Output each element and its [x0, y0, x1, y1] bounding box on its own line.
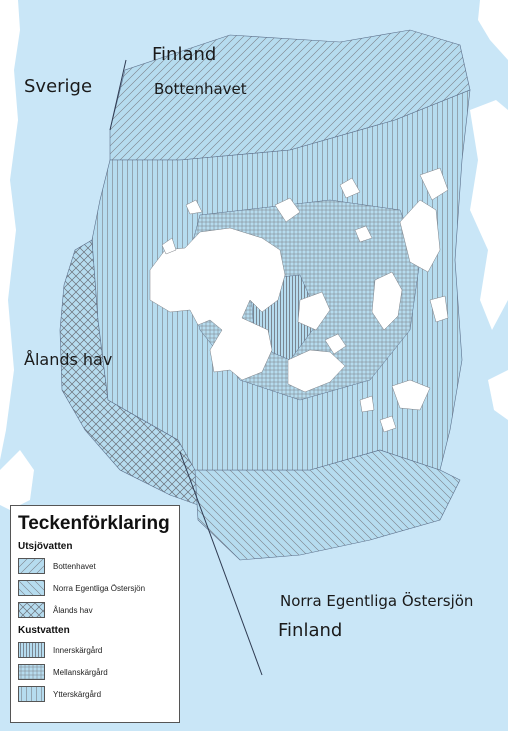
legend-item-innerskargard: Innerskärgård — [18, 639, 172, 661]
legend-group-heading: Utsjövatten — [18, 541, 73, 552]
legend-item-label: Mellanskärgård — [53, 667, 108, 677]
label-norra-egentliga: Norra Egentliga Östersjön — [280, 592, 474, 610]
legend-item-label: Bottenhavet — [53, 561, 96, 571]
swatch-vert-sparse — [18, 686, 45, 702]
legend-item-norra-egentliga: Norra Egentliga Östersjön — [18, 577, 172, 599]
swatch-vert-dense — [18, 642, 45, 658]
legend-item-alands-hav: Ålands hav — [18, 599, 172, 621]
legend-item-ytterskargard: Ytterskärgård — [18, 683, 172, 705]
label-finland-north: Finland — [152, 44, 217, 65]
border-lines — [109, 59, 263, 676]
label-sverige: Sverige — [24, 76, 93, 97]
swatch-crosshatch — [18, 602, 45, 618]
legend-item-label: Innerskärgård — [53, 645, 103, 655]
legend-panel: Teckenförklaring Utsjövatten Bottenhavet… — [10, 505, 180, 723]
label-alands-hav: Ålands hav — [24, 350, 113, 369]
aland-islands — [149, 167, 449, 433]
swatch-diag-right — [18, 558, 45, 574]
legend-item-label: Norra Egentliga Östersjön — [53, 583, 146, 593]
legend-item-mellanskargard: Mellanskärgård — [18, 661, 172, 683]
swatch-diag-left — [18, 580, 45, 596]
mainland-coast — [0, 0, 508, 510]
legend-item-label: Ålands hav — [53, 605, 93, 615]
label-finland-south: Finland — [278, 620, 343, 641]
legend-group-heading: Kustvatten — [18, 625, 70, 636]
legend-title: Teckenförklaring — [18, 513, 170, 534]
swatch-grid — [18, 664, 45, 680]
label-bottenhavet: Bottenhavet — [154, 80, 247, 98]
legend-item-label: Ytterskärgård — [53, 689, 102, 699]
legend-item-bottenhavet: Bottenhavet — [18, 555, 172, 577]
